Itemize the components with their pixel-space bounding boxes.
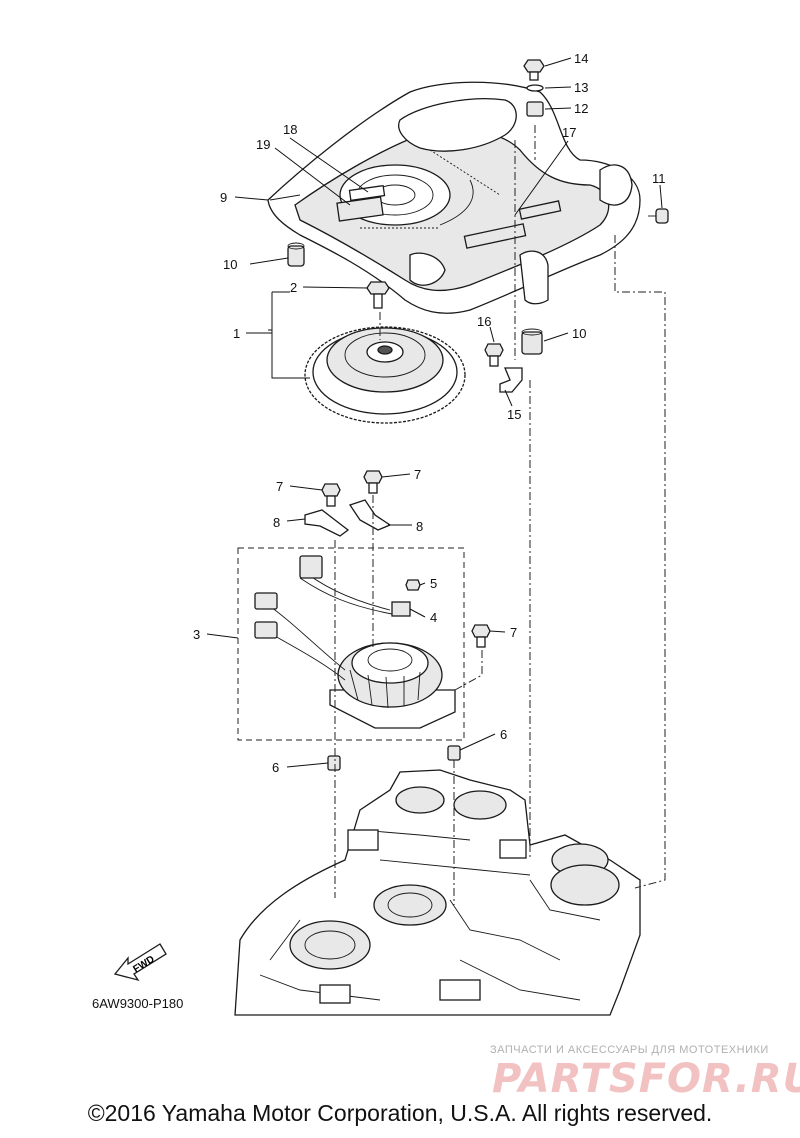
leader-lines [206,57,663,768]
alignment-lines [334,125,666,905]
grommet-right [521,328,543,355]
callouts: 1 2 3 4 5 6 6 7 7 7 8 8 9 10 10 11 12 13… [193,51,666,775]
washer-13 [526,84,544,92]
flywheel [304,326,466,424]
watermark-tagline: ЗАПЧАСТИ И АКСЕССУАРЫ ДЛЯ МОТОТЕХНИКИ [490,1044,769,1056]
clamp-8-left [304,509,350,537]
copyright-notice: ©2016 Yamaha Motor Corporation, U.S.A. A… [87,1100,713,1126]
callout-6-right: 6 [500,727,507,742]
stator [329,642,456,729]
callout-17: 17 [562,125,576,140]
callout-7-mid: 7 [414,467,421,482]
callout-7-left: 7 [276,479,283,494]
bolt-7-left [321,483,341,507]
collar-12 [526,101,544,117]
callout-9: 9 [220,190,227,205]
callout-15: 15 [507,407,521,422]
callout-7-right: 7 [510,625,517,640]
callout-3: 3 [193,627,200,642]
stator-wiring [254,555,393,681]
bolt-7-mid [363,470,383,494]
callout-13: 13 [574,80,588,95]
callout-6-left: 6 [272,760,279,775]
stator-assembly-box [237,547,465,741]
callout-10-left: 10 [223,257,237,272]
engine-block [234,769,641,1016]
clamp-8-right [348,499,392,531]
callout-5: 5 [430,576,437,591]
callout-8-left: 8 [273,515,280,530]
flywheel-bolt-2 [366,281,390,309]
pickup-coil-4 [391,601,411,617]
grommet-11 [648,208,669,224]
callout-12: 12 [574,101,588,116]
grommet-left [287,242,305,267]
bolt-16 [484,343,504,367]
callout-14: 14 [574,51,588,66]
callout-11: 11 [652,171,666,186]
bracket-15 [499,367,523,393]
dowel-6-left [327,755,341,771]
callout-16: 16 [477,314,491,329]
callout-10-right: 10 [572,326,586,341]
fwd-arrow-icon: FWD [113,943,167,982]
callout-19: 19 [256,137,270,152]
flywheel-cover [267,81,641,314]
diagram-part-code: 6AW9300-P180 [92,996,184,1011]
callout-18: 18 [283,122,297,137]
callout-2: 2 [290,280,297,295]
dowel-6-right [447,745,461,761]
bolt-14 [523,59,545,81]
callout-1: 1 [233,326,240,341]
watermark-logo: PARTSFOR.RU [492,1056,800,1102]
callout-8-right: 8 [416,519,423,534]
bolt-7-right [471,624,491,648]
callout-4: 4 [430,610,437,625]
screw-5 [405,579,421,591]
